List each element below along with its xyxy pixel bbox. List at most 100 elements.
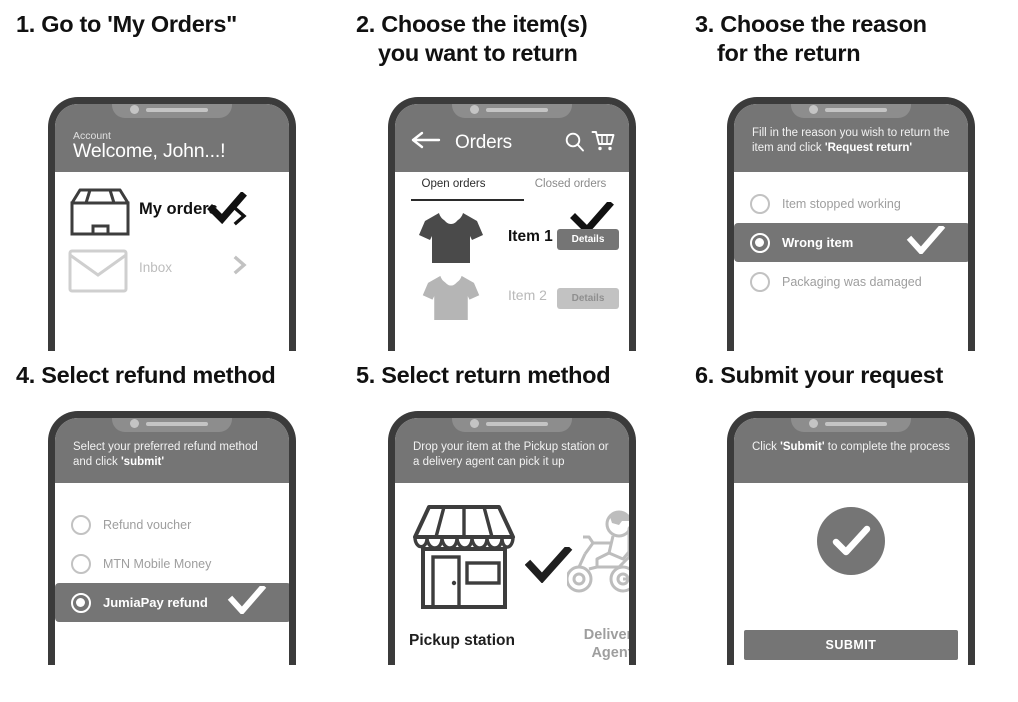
step-panel-6: 6. Submit your request Click 'Submit' to… xyxy=(679,351,1018,702)
phone-body-2: Open orders Closed orders Item 1 xyxy=(395,172,629,351)
welcome-title: Welcome, John...! xyxy=(73,140,226,162)
step-panel-4: 4. Select refund method Select your pref… xyxy=(0,351,340,702)
step-4-title: 4. Select refund method xyxy=(16,361,336,390)
radio-icon-3-selected[interactable] xyxy=(71,592,91,613)
tab-closed-orders[interactable]: Closed orders xyxy=(534,178,607,190)
refund-option-label-3: JumiaPay refund xyxy=(103,595,208,610)
delivery-agent-label-line1: Delivery xyxy=(583,627,629,643)
reason-option-label-3: Packaging was damaged xyxy=(782,274,922,289)
orders-title: Orders xyxy=(455,131,512,153)
refund-option-3[interactable]: JumiaPay refund xyxy=(55,583,289,622)
step-1-title-line1: 1. Go to 'My Orders" xyxy=(16,11,237,37)
submit-instruction: Click 'Submit' to complete the process xyxy=(752,440,954,455)
step-panel-2: 2. Choose the item(s) you want to return… xyxy=(340,0,680,351)
check-icon-selected xyxy=(906,223,946,259)
phone-topbar-3: Fill in the reason you wish to return th… xyxy=(734,104,968,172)
submit-instruction-strong: 'Submit' xyxy=(780,441,825,453)
step-3-title-line1: 3. Choose the reason xyxy=(695,11,927,37)
check-icon-selected xyxy=(227,583,267,619)
tshirt-icon xyxy=(417,209,485,270)
refund-options: Refund voucher MTN Mobile Money JumiaPay… xyxy=(55,505,289,622)
delivery-agent-label: DeliveryAgent xyxy=(571,626,629,662)
camera-dot-icon xyxy=(130,105,139,114)
phone-topbar-1: Account Welcome, John...! xyxy=(55,104,289,172)
radio-icon-1[interactable] xyxy=(750,193,770,214)
box-icon xyxy=(68,188,132,241)
camera-dot-icon xyxy=(809,105,818,114)
menu-row-my-orders[interactable]: My orders xyxy=(55,180,289,240)
check-icon-pickup xyxy=(524,544,573,588)
step-6-title: 6. Submit your request xyxy=(695,361,1015,390)
reason-option-3[interactable]: Packaging was damaged xyxy=(734,262,968,301)
phone-topbar-5: Drop your item at the Pickup station or … xyxy=(395,418,629,483)
reason-option-label-2: Wrong item xyxy=(782,235,854,250)
order-item-label-1: Item 1 xyxy=(508,228,553,245)
tshirt-icon-2 xyxy=(421,272,481,327)
order-item-label-2: Item 2 xyxy=(508,287,547,303)
phone-notch-1 xyxy=(112,104,232,118)
reason-options: Item stopped working Wrong item Packagin… xyxy=(734,184,968,301)
refund-instruction-strong: 'submit' xyxy=(120,456,165,468)
phone-body-3: Item stopped working Wrong item Packagin… xyxy=(734,172,968,351)
orders-header: Orders xyxy=(411,130,512,155)
speaker-bar-icon xyxy=(825,108,887,112)
refund-instruction-text: Select your preferred refund method and … xyxy=(73,441,258,468)
account-label: Account xyxy=(73,130,111,142)
search-icon[interactable] xyxy=(564,131,585,157)
scooter-delivery-icon[interactable] xyxy=(565,507,629,624)
phone-body-6: SUBMIT xyxy=(734,483,968,665)
refund-option-label-1: Refund voucher xyxy=(103,517,192,532)
phone-screen-6: Click 'Submit' to complete the process S… xyxy=(734,418,968,665)
camera-dot-icon xyxy=(470,419,479,428)
menu-label-my-orders: My orders xyxy=(139,200,218,218)
chevron-right-icon-inbox[interactable] xyxy=(233,255,247,275)
refund-instruction: Select your preferred refund method and … xyxy=(73,440,275,470)
step-2-title-line1: 2. Choose the item(s) xyxy=(356,11,588,37)
check-circle-icon xyxy=(817,507,885,575)
return-instruction: Drop your item at the Pickup station or … xyxy=(413,441,609,468)
phone-mockup-1: Account Welcome, John...! xyxy=(48,97,296,351)
submit-instruction-text-a: Click xyxy=(752,441,781,453)
submit-button[interactable]: SUBMIT xyxy=(744,630,958,660)
speaker-bar-icon xyxy=(486,108,548,112)
cart-icon[interactable] xyxy=(591,130,615,157)
tab-open-orders[interactable]: Open orders xyxy=(421,178,486,190)
pickup-station-label: Pickup station xyxy=(409,632,515,649)
menu-row-inbox[interactable]: Inbox xyxy=(55,245,289,297)
reason-instruction-text: Fill in the reason you wish to return th… xyxy=(752,127,950,154)
step-2-title-line2: you want to return xyxy=(378,40,578,66)
details-button-1[interactable]: Details xyxy=(557,229,619,250)
radio-icon-2[interactable] xyxy=(71,553,91,574)
radio-icon-2-selected[interactable] xyxy=(750,232,770,253)
envelope-icon xyxy=(68,249,128,298)
phone-body-4: Refund voucher MTN Mobile Money JumiaPay… xyxy=(55,483,289,665)
phone-notch-4 xyxy=(112,418,232,432)
arrow-left-icon[interactable] xyxy=(411,130,441,155)
phone-notch-6 xyxy=(791,418,911,432)
reason-option-2[interactable]: Wrong item xyxy=(734,223,968,262)
phone-screen-2: Orders xyxy=(395,104,629,351)
refund-option-1[interactable]: Refund voucher xyxy=(55,505,289,544)
reason-option-1[interactable]: Item stopped working xyxy=(734,184,968,223)
step-1-title: 1. Go to 'My Orders" xyxy=(16,10,336,39)
step-5-title: 5. Select return method xyxy=(356,361,676,390)
tab-active-underline xyxy=(411,199,524,201)
order-item-row-2[interactable]: Item 2 Details xyxy=(395,272,629,332)
speaker-bar-icon xyxy=(486,422,548,426)
step-5-title-line1: 5. Select return method xyxy=(356,362,611,388)
phone-mockup-6: Click 'Submit' to complete the process S… xyxy=(727,411,975,665)
radio-icon-3[interactable] xyxy=(750,271,770,292)
chevron-right-icon[interactable] xyxy=(233,206,247,226)
step-2-title: 2. Choose the item(s) you want to return xyxy=(356,10,676,68)
radio-icon-1[interactable] xyxy=(71,514,91,535)
details-button-2[interactable]: Details xyxy=(557,288,619,309)
orders-tabs: Open orders Closed orders xyxy=(395,178,629,196)
order-item-row-1[interactable]: Item 1 Details xyxy=(395,200,629,266)
camera-dot-icon xyxy=(470,105,479,114)
storefront-icon[interactable] xyxy=(409,497,519,627)
reason-instruction: Fill in the reason you wish to return th… xyxy=(752,126,954,156)
menu-label-inbox: Inbox xyxy=(139,260,173,275)
phone-notch-2 xyxy=(452,104,572,118)
refund-option-2[interactable]: MTN Mobile Money xyxy=(55,544,289,583)
